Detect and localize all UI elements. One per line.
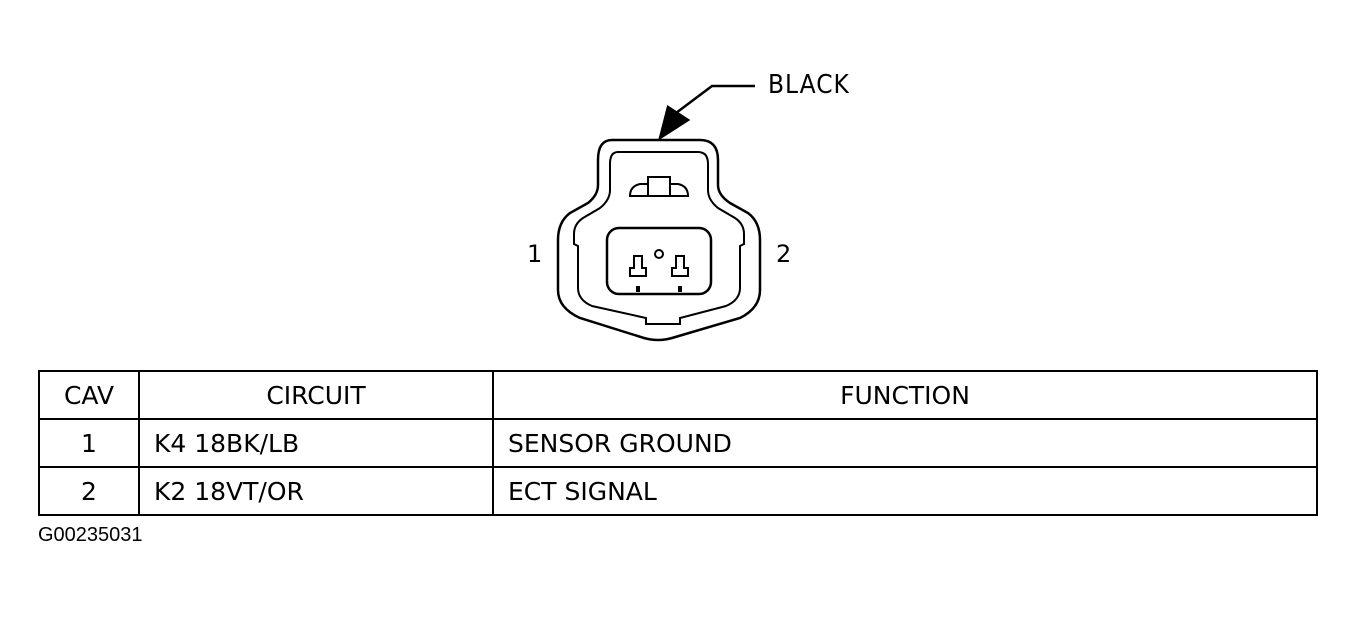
pin-2-label: 2 [776,240,792,268]
header-function: FUNCTION [492,370,1318,420]
color-callout-arrow [657,84,755,141]
terminal-cavity [605,226,713,296]
terminal-2 [671,255,689,277]
cell-circuit: K2 18VT/OR [138,466,494,516]
table-header-row: CAV CIRCUIT FUNCTION [38,370,1318,420]
cell-function: SENSOR GROUND [492,418,1318,468]
cavity-notch-2 [678,286,682,292]
cell-cav: 1 [38,418,140,468]
pin-1-label: 1 [527,240,543,268]
terminal-1 [629,255,647,277]
figure-id: G00235031 [38,524,143,546]
cavity-key-dot [654,249,664,259]
cell-function: ECT SIGNAL [492,466,1318,516]
cavity-notch-1 [636,286,640,292]
header-circuit: CIRCUIT [138,370,494,420]
connector-housing-outer [556,138,762,342]
connector-housing-inner [573,151,745,325]
connector-diagram: BLACK 1 2 [527,70,850,342]
cell-cav: 2 [38,466,140,516]
connector-latch [628,176,690,197]
pinout-table: CAV CIRCUIT FUNCTION 1 K4 18BK/LB SENSOR… [38,370,1318,516]
cell-circuit: K4 18BK/LB [138,418,494,468]
connector-drawing [556,84,762,342]
header-cav: CAV [38,370,140,420]
connector-color-label: BLACK [768,70,850,100]
table-row: 2 K2 18VT/OR ECT SIGNAL [38,466,1318,516]
table-row: 1 K4 18BK/LB SENSOR GROUND [38,418,1318,468]
